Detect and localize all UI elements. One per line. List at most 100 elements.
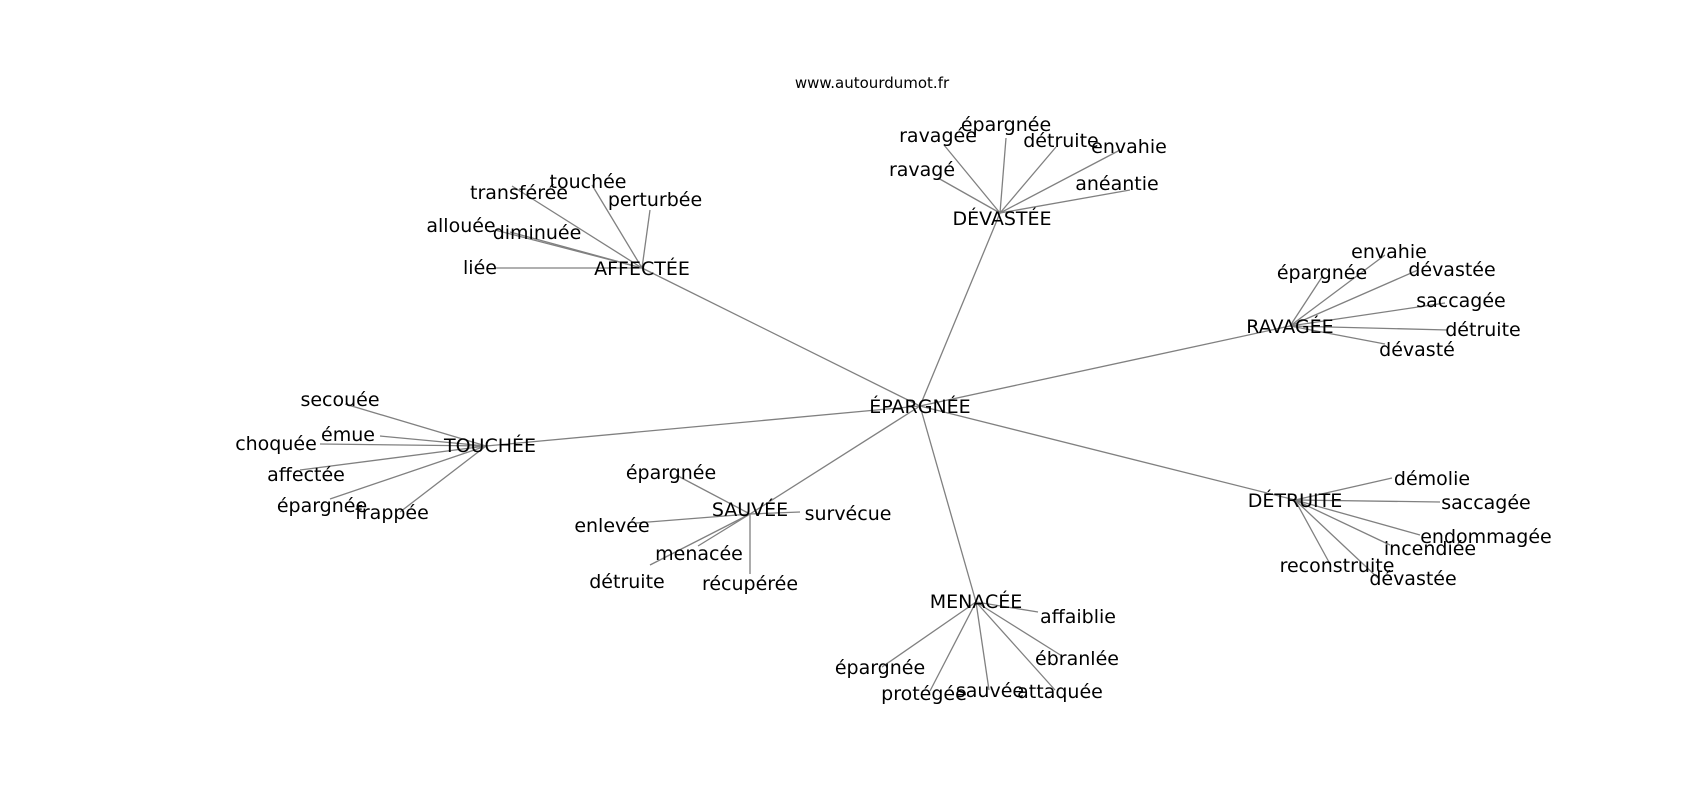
- edge-hub-leaf: [881, 601, 977, 668]
- hub-node-label: DÉTRUITE: [1248, 489, 1343, 512]
- leaf-node-label: émue: [321, 424, 375, 446]
- edge-hub-leaf: [943, 144, 1001, 214]
- edge-hub-leaf: [697, 513, 751, 547]
- leaf-node-label: touchée: [550, 171, 627, 193]
- edge-hub-leaf: [635, 513, 751, 524]
- edge-hub-leaf: [1289, 254, 1386, 327]
- leaf-node-label: envahie: [1351, 241, 1427, 263]
- edge-center-hub: [749, 405, 921, 515]
- edge-hub-leaf: [1289, 276, 1323, 327]
- edge-hub-leaf: [937, 177, 1001, 214]
- leaf-node-label: détruite: [1023, 130, 1098, 152]
- edge-hub-leaf: [511, 185, 643, 269]
- leaf-node-label: anéantie: [1075, 173, 1158, 195]
- edge-center-hub: [919, 405, 977, 603]
- edge-hub-leaf: [591, 184, 643, 269]
- edge-center-hub: [919, 325, 1291, 407]
- edge-hub-leaf: [1294, 477, 1393, 501]
- leaf-node-label: survécue: [805, 503, 892, 525]
- edge-hub-leaf: [344, 403, 487, 447]
- edge-hub-leaf: [509, 231, 643, 269]
- leaf-node-label: affaiblie: [1040, 606, 1116, 628]
- edge-hub-leaf: [1289, 269, 1419, 327]
- leaf-node-label: menacée: [655, 543, 743, 565]
- leaf-node-label: démolie: [1394, 468, 1470, 490]
- leaf-node-label: ravagé: [889, 159, 955, 181]
- edge-hub-leaf: [749, 511, 801, 515]
- leaf-node-label: dévastée: [1369, 568, 1456, 590]
- leaf-node-label: épargnée: [1277, 262, 1367, 284]
- edge-hub-leaf: [1294, 499, 1421, 536]
- leaf-node-label: dévastée: [1408, 259, 1495, 281]
- edge-hub-leaf: [1294, 499, 1331, 565]
- edge-hub-leaf: [1294, 499, 1391, 546]
- leaf-node-label: frappée: [355, 502, 429, 524]
- leaf-node-label: attaquée: [1017, 681, 1103, 703]
- hub-node-label: TOUCHÉE: [443, 434, 536, 457]
- edge-center-hub: [641, 267, 921, 407]
- edges-layer: [299, 137, 1449, 692]
- leaf-node-label: récupérée: [702, 573, 798, 595]
- edge-hub-leaf: [1289, 302, 1446, 327]
- leaf-node-label: épargnée: [626, 462, 716, 484]
- edge-hub-leaf: [299, 445, 487, 471]
- leaf-node-label: ébranlée: [1035, 648, 1119, 670]
- edge-hub-leaf: [1294, 499, 1441, 503]
- leaf-node-label: endommagée: [1420, 526, 1552, 548]
- edge-hub-leaf: [999, 149, 1121, 214]
- leaf-node-label: perturbée: [608, 189, 702, 211]
- edge-hub-leaf: [379, 435, 487, 447]
- edge-hub-leaf: [1289, 325, 1386, 345]
- edge-hub-leaf: [999, 189, 1131, 214]
- leaf-node-label: saccagée: [1441, 492, 1531, 514]
- leaf-node-label: épargnée: [961, 114, 1051, 136]
- leaf-node-label: sauvée: [956, 680, 1024, 702]
- leaf-node-label: reconstruite: [1280, 555, 1395, 577]
- hub-node-label: RAVAGÉE: [1246, 315, 1333, 338]
- edge-hub-leaf: [319, 443, 487, 447]
- edge-hub-leaf: [1294, 499, 1379, 579]
- leaf-node-label: envahie: [1091, 136, 1167, 158]
- source-watermark: www.autourdumot.fr: [795, 74, 950, 92]
- edge-center-hub: [485, 405, 921, 447]
- leaf-node-label: incendiée: [1384, 538, 1476, 560]
- edge-hub-leaf: [999, 146, 1057, 214]
- edge-hub-leaf: [1289, 325, 1449, 331]
- leaf-node-label: diminuée: [493, 222, 582, 244]
- leaf-node-label: détruite: [589, 571, 664, 593]
- edge-hub-leaf: [675, 474, 751, 515]
- edge-hub-leaf: [649, 513, 751, 566]
- leaf-node-label: saccagée: [1416, 290, 1506, 312]
- edge-hub-leaf: [975, 601, 1063, 657]
- leaf-node-label: ravagée: [899, 125, 977, 147]
- edge-hub-leaf: [641, 209, 651, 269]
- hub-node-label: MENACÉE: [930, 590, 1023, 613]
- edge-hub-leaf: [999, 137, 1007, 214]
- leaf-node-label: choquée: [235, 433, 317, 455]
- edge-hub-leaf: [975, 601, 990, 691]
- leaf-node-label: transférée: [470, 182, 568, 204]
- leaf-node-label: épargnée: [277, 495, 367, 517]
- center-node-label: ÉPARGNÉE: [869, 395, 970, 418]
- edge-hub-leaf: [329, 445, 487, 500]
- edge-center-hub: [919, 212, 1001, 407]
- edge-hub-leaf: [975, 601, 1039, 613]
- leaf-node-label: dévasté: [1379, 339, 1455, 361]
- hub-node-label: SAUVÉE: [712, 498, 788, 521]
- leaf-node-label: affectée: [267, 464, 345, 486]
- hub-node-label: AFFECTÉE: [594, 257, 690, 280]
- edge-hub-leaf: [929, 601, 977, 692]
- leaf-node-label: protégée: [881, 683, 967, 705]
- hub-node-label: DÉVASTÉE: [952, 207, 1051, 230]
- leaf-node-label: secouée: [300, 389, 379, 411]
- leaf-node-label: liée: [463, 257, 497, 279]
- leaf-node-label: allouée: [426, 215, 495, 237]
- edge-hub-leaf: [975, 601, 1056, 691]
- leaf-node-label: détruite: [1445, 319, 1520, 341]
- leaf-node-label: enlevée: [574, 515, 649, 537]
- leaf-node-label: épargnée: [835, 657, 925, 679]
- edge-hub-leaf: [399, 445, 487, 513]
- edge-center-hub: [919, 405, 1296, 501]
